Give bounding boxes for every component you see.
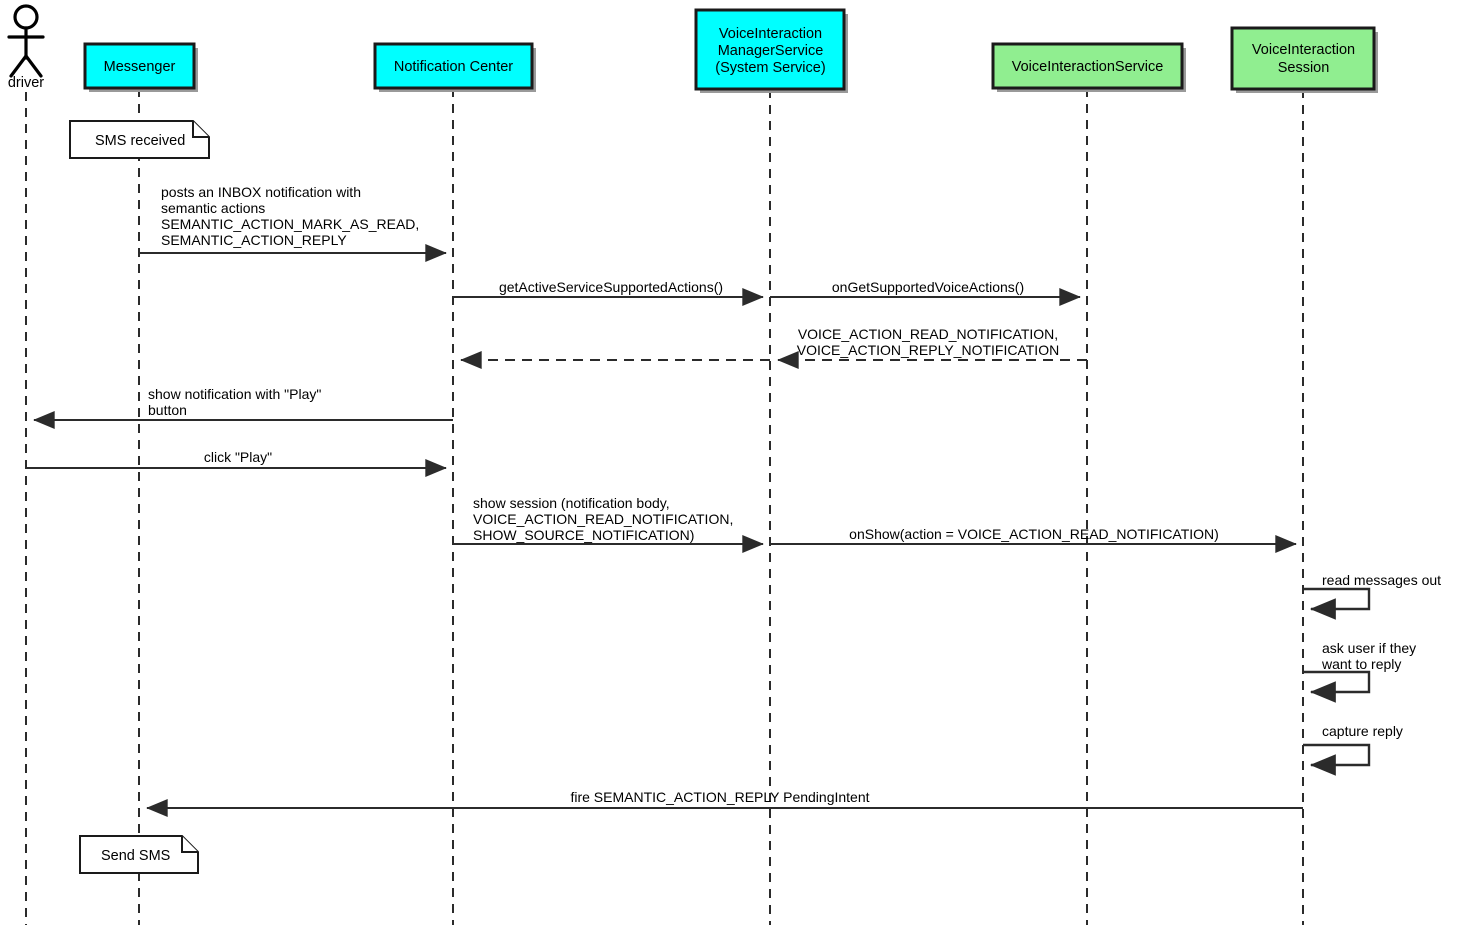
- participant-label-vis-line1: VoiceInteraction: [1252, 42, 1355, 58]
- actor-head-icon: [13, 4, 39, 30]
- message-label-post-inbox-l1: posts an INBOX notification with: [161, 184, 361, 200]
- note-sms-received: SMS received: [69, 120, 210, 159]
- participant-box-voice-interaction-manager-service: [694, 8, 846, 91]
- participant-label-notification-center: Notification Center: [394, 59, 513, 75]
- participant-label-voice-interaction-service: VoiceInteractionService: [1012, 59, 1164, 75]
- message-show-notification-with-play-button[interactable]: show notification with "Play" button: [33, 386, 453, 429]
- self-call-arrow-read-messages-out: [1303, 587, 1371, 620]
- message-post-inbox-notification[interactable]: posts an INBOX notification with semanti…: [139, 184, 447, 262]
- participant-voice-interaction-manager-service[interactable]: VoiceInteraction ManagerService (System …: [694, 8, 848, 93]
- message-on-get-supported-voice-actions[interactable]: onGetSupportedVoiceActions(): [770, 279, 1081, 306]
- self-call-label-ask-user-l2: want to reply: [1321, 656, 1401, 672]
- message-return-voice-actions-to-vims[interactable]: VOICE_ACTION_READ_NOTIFICATION, VOICE_AC…: [777, 326, 1087, 369]
- message-label-show-session-l3: SHOW_SOURCE_NOTIFICATION): [473, 527, 694, 543]
- participant-label-messenger: Messenger: [104, 59, 176, 75]
- participant-label-vims-line1: VoiceInteraction: [719, 26, 822, 42]
- actor-leg-right-icon: [24, 54, 43, 78]
- self-call-label-capture-reply: capture reply: [1322, 723, 1403, 739]
- message-show-session[interactable]: show session (notification body, VOICE_A…: [453, 495, 764, 553]
- participant-label-vims-line3: (System Service): [715, 60, 825, 76]
- lifelines-group: [25, 88, 1304, 925]
- note-send-sms: Send SMS: [79, 835, 199, 874]
- actor-label-driver: driver: [8, 75, 44, 91]
- message-click-play[interactable]: click "Play": [26, 449, 447, 477]
- self-call-capture-reply[interactable]: capture reply: [1303, 723, 1403, 776]
- message-label-fire-semantic-action-reply-pending-intent: fire SEMANTIC_ACTION_REPLY PendingIntent: [570, 789, 869, 805]
- self-call-arrow-ask-user-if-they-want-to-reply: [1303, 670, 1371, 703]
- message-get-active-service-supported-actions[interactable]: getActiveServiceSupportedActions(): [453, 279, 764, 306]
- message-label-click-play: click "Play": [204, 449, 272, 465]
- participant-box-voice-interaction-service: [991, 42, 1184, 90]
- message-fire-semantic-action-reply-pending-intent[interactable]: fire SEMANTIC_ACTION_REPLY PendingIntent: [146, 789, 1303, 817]
- message-on-show[interactable]: onShow(action = VOICE_ACTION_READ_NOTIFI…: [770, 526, 1297, 553]
- participant-label-vis-line2: Session: [1278, 60, 1330, 76]
- message-label-post-inbox-l3: SEMANTIC_ACTION_MARK_AS_READ,: [161, 216, 419, 232]
- message-label-show-notification-l2: button: [148, 402, 187, 418]
- participant-voice-interaction-service[interactable]: VoiceInteractionService: [991, 42, 1186, 92]
- participant-notification-center[interactable]: Notification Center: [373, 42, 536, 92]
- participant-voice-interaction-session[interactable]: VoiceInteraction Session: [1230, 26, 1378, 93]
- note-fold-sms-received: [192, 121, 209, 138]
- participant-label-vims-line2: ManagerService: [718, 43, 824, 59]
- message-label-on-get-supported-voice-actions: onGetSupportedVoiceActions(): [832, 279, 1024, 295]
- note-label-sms-received: SMS received: [95, 133, 185, 149]
- note-fold-send-sms: [181, 836, 198, 853]
- self-call-label-ask-user-l1: ask user if they: [1322, 640, 1416, 656]
- participant-messenger[interactable]: Messenger: [83, 42, 198, 92]
- message-label-return-voice-actions-l2: VOICE_ACTION_REPLY_NOTIFICATION: [797, 342, 1059, 358]
- self-call-ask-user-if-they-want-to-reply[interactable]: ask user if they want to reply: [1303, 640, 1416, 703]
- note-body-send-sms: [79, 835, 199, 874]
- participant-box-notification-center: [373, 42, 534, 90]
- message-label-post-inbox-l2: semantic actions: [161, 200, 265, 216]
- self-call-read-messages-out[interactable]: read messages out: [1303, 572, 1441, 620]
- message-label-return-voice-actions-l1: VOICE_ACTION_READ_NOTIFICATION,: [798, 326, 1058, 342]
- actor-leg-left-icon: [9, 54, 28, 78]
- participant-box-voice-interaction-session: [1230, 26, 1376, 91]
- note-body-sms-received: [69, 120, 210, 159]
- self-call-label-read-messages-out: read messages out: [1322, 572, 1441, 588]
- message-label-show-notification-l1: show notification with "Play": [148, 386, 321, 402]
- message-label-show-session-l1: show session (notification body,: [473, 495, 670, 511]
- note-label-send-sms: Send SMS: [101, 848, 170, 864]
- message-label-on-show: onShow(action = VOICE_ACTION_READ_NOTIFI…: [849, 526, 1219, 542]
- self-call-arrow-capture-reply: [1303, 743, 1371, 776]
- participant-box-messenger: [83, 42, 196, 90]
- message-label-post-inbox-l4: SEMANTIC_ACTION_REPLY: [161, 232, 347, 248]
- actor-driver[interactable]: driver: [7, 4, 45, 91]
- message-label-get-active-service-supported-actions: getActiveServiceSupportedActions(): [499, 279, 723, 295]
- message-label-show-session-l2: VOICE_ACTION_READ_NOTIFICATION,: [473, 511, 733, 527]
